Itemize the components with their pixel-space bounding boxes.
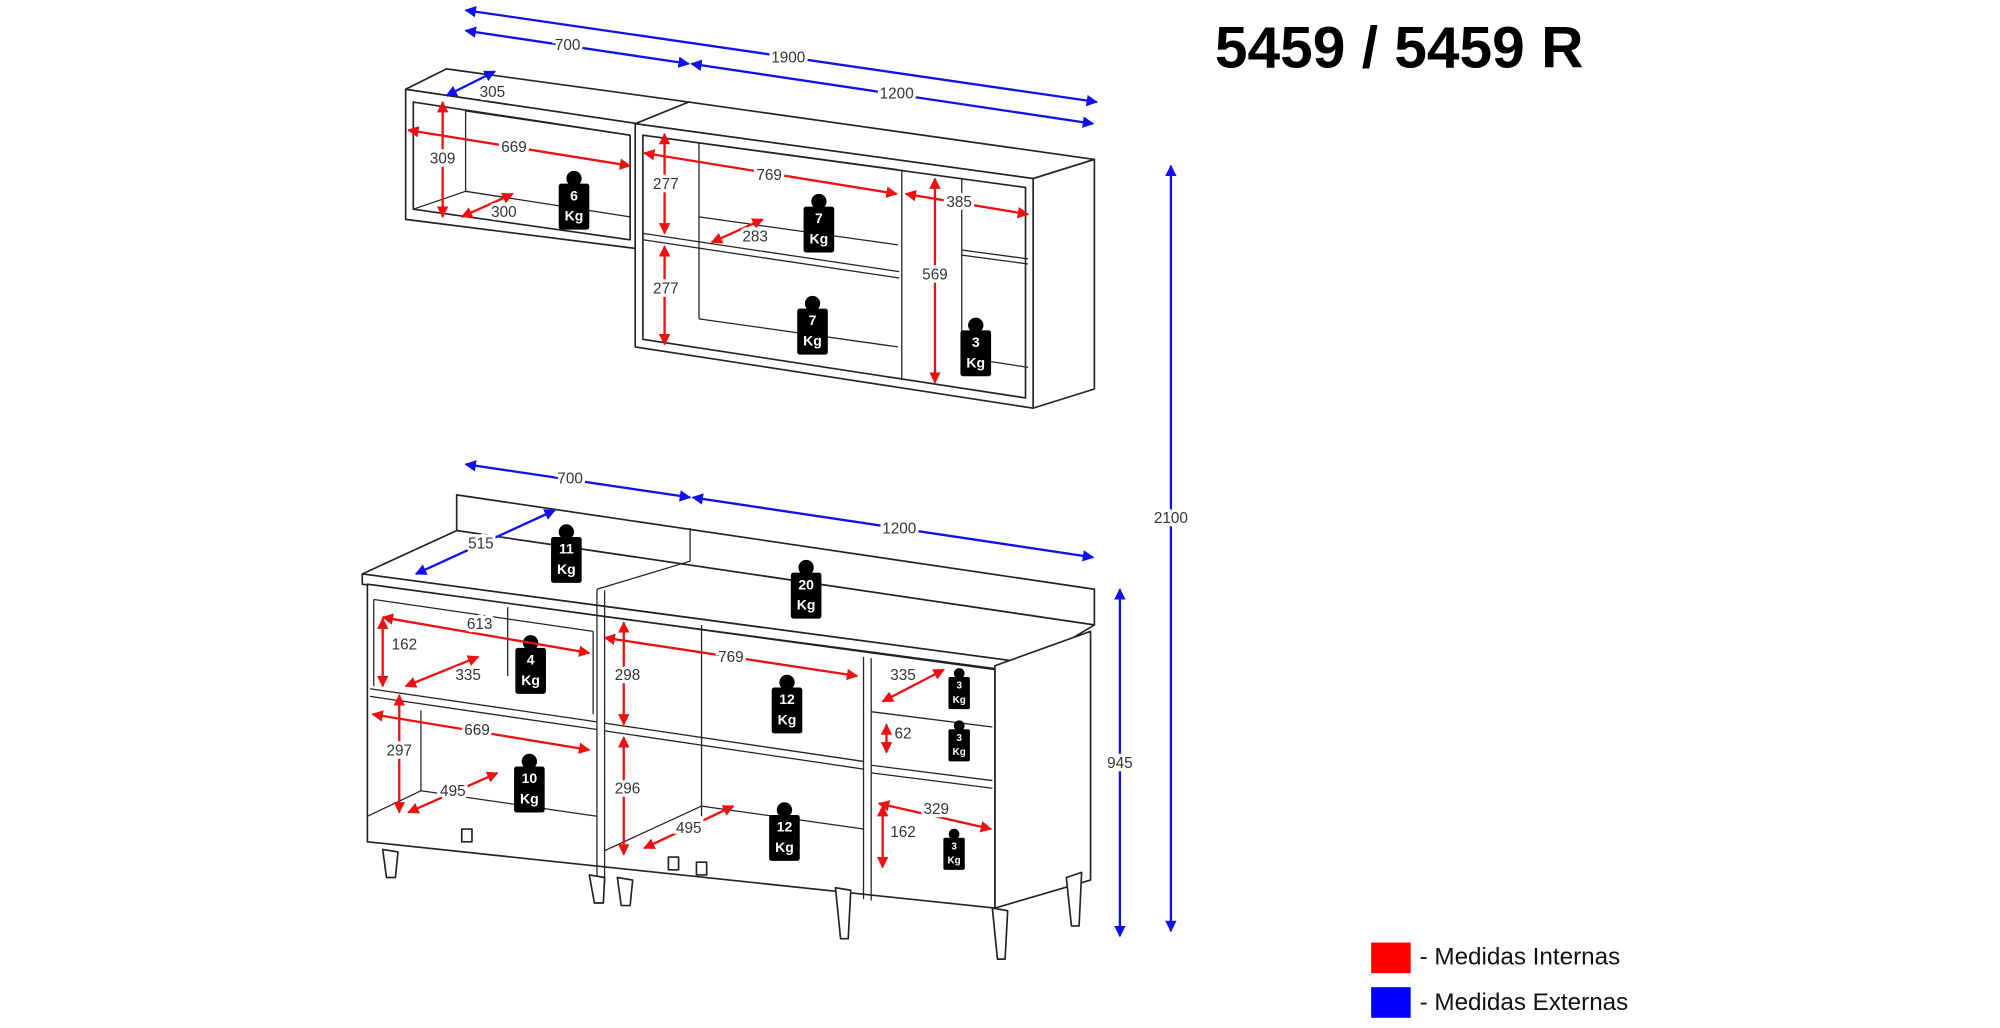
dim-lower-height: 945: [1107, 755, 1133, 772]
svg-text:11: 11: [559, 541, 574, 557]
legend-swatch-internal: [1371, 942, 1411, 974]
legend-label-internal: - Medidas Internas: [1420, 943, 1621, 970]
legend: - Medidas Internas - Medidas Externas: [1371, 942, 1629, 1018]
internal-dimensions: 669 309 300 277 277 769 283 385 569 613 …: [371, 100, 1030, 869]
page-title: 5459 / 5459 R: [1215, 16, 1584, 81]
svg-text:Kg: Kg: [521, 672, 540, 688]
weight-icon: 3Kg: [948, 668, 970, 710]
svg-text:7: 7: [815, 210, 823, 226]
upper-right-cabinet: [634, 101, 1096, 409]
dim-total-height: 2100: [1154, 510, 1188, 527]
dim-label: 569: [922, 267, 948, 284]
svg-text:7: 7: [809, 312, 817, 328]
svg-text:Kg: Kg: [953, 695, 966, 706]
dim-label: 277: [653, 176, 679, 193]
dim-label: 300: [491, 204, 517, 221]
legend-swatch-external: [1371, 987, 1411, 1018]
dim-label: 297: [387, 742, 413, 759]
dim-label: 283: [742, 228, 768, 245]
weight-icon: 7Kg: [797, 295, 828, 355]
svg-text:3: 3: [956, 733, 962, 744]
svg-text:Kg: Kg: [948, 856, 961, 867]
svg-text:3: 3: [956, 681, 962, 692]
dim-label: 495: [676, 820, 702, 837]
svg-text:Kg: Kg: [778, 711, 797, 727]
svg-text:20: 20: [798, 576, 814, 592]
weight-icon: 3Kg: [948, 720, 970, 762]
svg-text:3: 3: [972, 334, 980, 350]
dim-label: 669: [501, 139, 527, 156]
dim-upper-right-width: 1200: [880, 85, 914, 102]
dim-label: 669: [464, 722, 490, 739]
dim-label: 613: [467, 616, 493, 633]
svg-text:Kg: Kg: [966, 354, 985, 370]
dim-label: 335: [890, 667, 916, 684]
weight-icon: 3Kg: [960, 317, 992, 377]
dim-label: 385: [946, 194, 972, 211]
svg-text:Kg: Kg: [775, 839, 794, 855]
dim-upper-depth: 305: [480, 84, 506, 101]
dim-label: 769: [718, 649, 744, 666]
svg-text:10: 10: [522, 770, 538, 786]
dim-label: 162: [392, 636, 418, 653]
weight-icon: 6Kg: [558, 170, 590, 230]
dim-lower-right-width: 1200: [882, 520, 916, 537]
svg-text:4: 4: [527, 652, 535, 668]
external-dimensions: 1900 700 1200 305 700 1200 515 2100 945: [414, 6, 1191, 938]
legend-label-external: - Medidas Externas: [1420, 989, 1629, 1016]
svg-text:6: 6: [570, 187, 578, 203]
svg-text:12: 12: [779, 691, 795, 707]
dim-label: 62: [895, 726, 912, 743]
dim-label: 298: [615, 667, 641, 684]
svg-text:Kg: Kg: [810, 231, 829, 247]
dim-lower-depth: 515: [468, 536, 494, 553]
svg-text:Kg: Kg: [557, 561, 576, 577]
svg-text:Kg: Kg: [565, 208, 584, 224]
svg-text:3: 3: [951, 841, 957, 852]
dim-total-width: 1900: [771, 50, 805, 67]
dim-label: 335: [455, 667, 481, 684]
weight-icon: 7Kg: [803, 193, 835, 253]
dim-label: 277: [653, 281, 679, 298]
dim-upper-left-width: 700: [555, 37, 581, 54]
svg-text:Kg: Kg: [803, 333, 822, 349]
dim-label: 309: [430, 150, 456, 167]
dim-label: 495: [440, 783, 466, 800]
dim-label: 769: [756, 167, 782, 184]
dim-label: 296: [615, 781, 641, 798]
dim-lower-left-width: 700: [557, 471, 583, 488]
svg-text:Kg: Kg: [797, 597, 816, 613]
svg-text:Kg: Kg: [520, 791, 539, 807]
dim-label: 162: [890, 824, 916, 841]
svg-text:12: 12: [777, 819, 793, 835]
svg-text:Kg: Kg: [953, 747, 966, 758]
dim-label: 329: [923, 801, 949, 818]
